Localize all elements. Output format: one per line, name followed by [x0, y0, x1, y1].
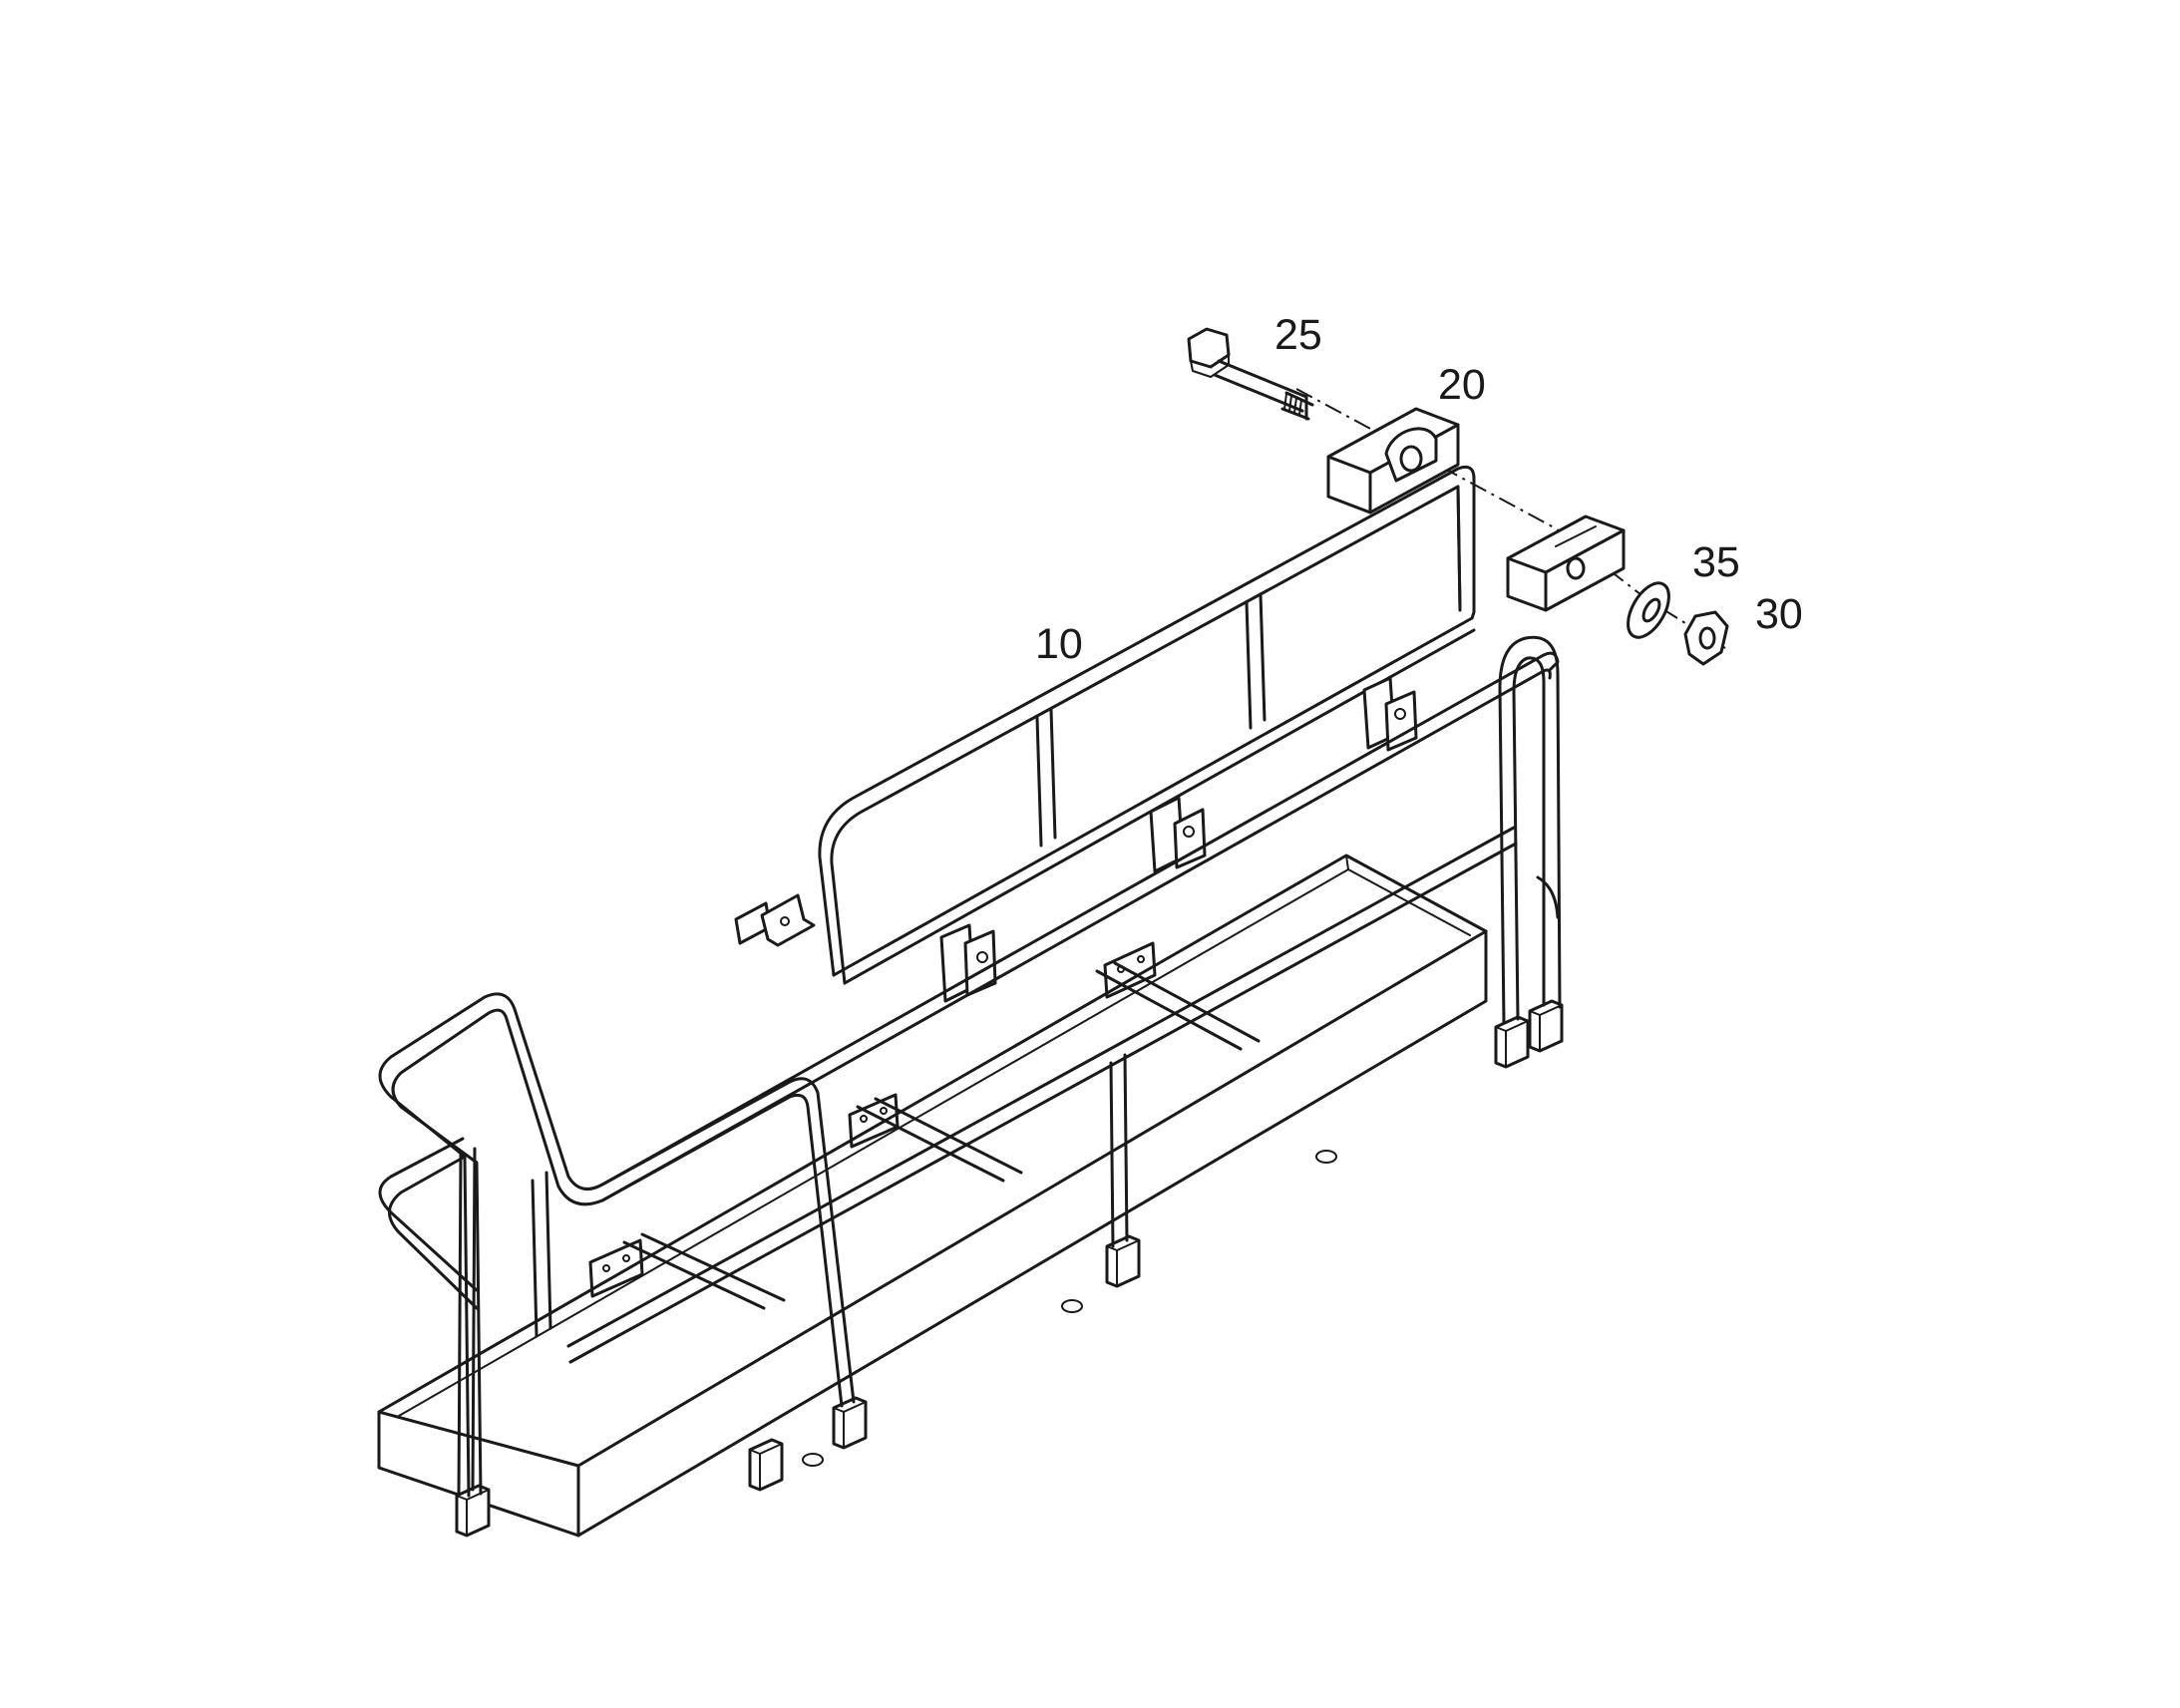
upper-clamp-block — [1326, 407, 1460, 514]
post-socket — [1494, 1015, 1530, 1069]
post-socket — [832, 1396, 868, 1450]
handrail-right-end — [1498, 635, 1562, 1025]
lower-clamp-block — [1506, 514, 1626, 612]
clip-bracket — [1149, 796, 1207, 873]
callout-25: 25 — [1274, 311, 1322, 359]
washer — [1627, 581, 1670, 639]
callout-10: 10 — [1035, 620, 1083, 668]
hex-nut — [1683, 610, 1729, 666]
callout-30: 30 — [1755, 590, 1803, 638]
hex-bolt — [1187, 327, 1314, 421]
handrail-long-lower — [566, 826, 1518, 1364]
clip-bracket — [734, 893, 816, 947]
post-socket — [1105, 1234, 1141, 1288]
mounting-plate — [848, 1093, 900, 1149]
post-socket — [748, 1438, 784, 1492]
clip-bracket — [939, 923, 997, 1003]
post-socket — [455, 1484, 491, 1537]
walkway-platform — [377, 854, 1488, 1537]
clip-bracket — [1362, 676, 1418, 752]
left-post — [457, 1147, 477, 1498]
post-socket — [1528, 999, 1564, 1053]
middle-post — [1109, 1053, 1129, 1248]
handrail-left-end — [378, 992, 856, 1498]
callout-35: 35 — [1692, 538, 1740, 586]
callout-20: 20 — [1438, 361, 1486, 409]
